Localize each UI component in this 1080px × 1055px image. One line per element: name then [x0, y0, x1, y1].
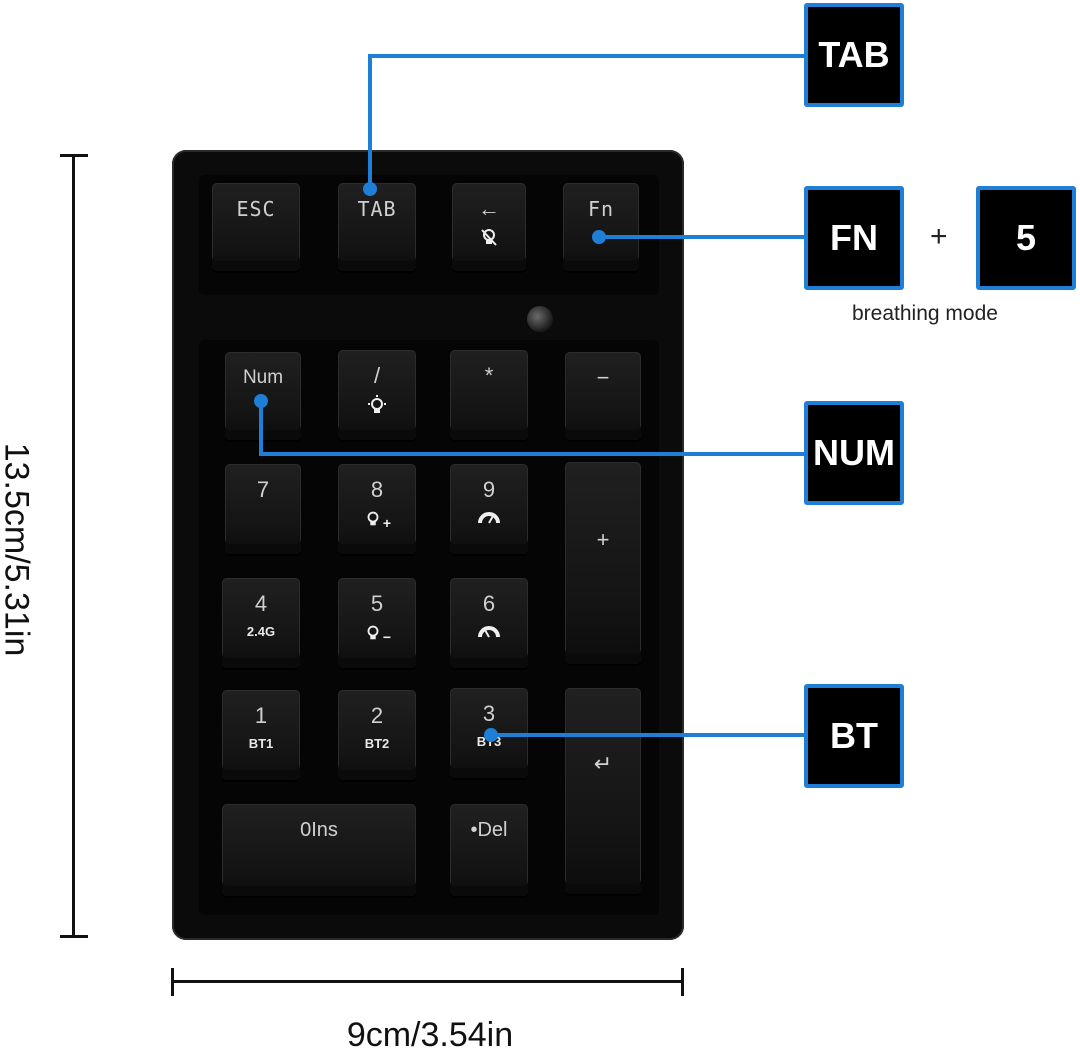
tab-callout-dot	[363, 182, 377, 196]
key-5[interactable]: 5 −	[338, 578, 416, 668]
bulb-icon	[363, 511, 383, 532]
height-dimension-label: 13.5cm/5.31in	[0, 442, 36, 657]
bt-callout-line	[490, 733, 808, 737]
key-6[interactable]: 6	[450, 578, 528, 668]
num-callout-line-vertical	[259, 400, 263, 456]
key-esc[interactable]: ESC	[212, 183, 300, 271]
key-2[interactable]: 2 BT2	[338, 690, 416, 780]
width-dimension-bar	[172, 980, 684, 983]
bulb-icon	[338, 394, 416, 421]
num-callout-box: NUM	[804, 401, 904, 505]
width-dimension-cap-left	[171, 968, 174, 996]
fn-callout-line	[598, 235, 808, 239]
num-callout-line-horizontal	[259, 452, 808, 456]
combo-plus-sign: +	[930, 220, 948, 253]
key-slash[interactable]: /	[338, 350, 416, 440]
key-1[interactable]: 1 BT1	[222, 690, 300, 780]
five-callout-box: 5	[976, 186, 1076, 290]
indicator-light	[527, 306, 553, 332]
num-callout-dot	[254, 394, 268, 408]
speed-down-icon	[450, 622, 528, 645]
key-8[interactable]: 8 +	[338, 464, 416, 554]
key-0[interactable]: 0Ins	[222, 804, 416, 896]
key-plus[interactable]: +	[565, 462, 641, 664]
key-minus[interactable]: −	[565, 352, 641, 440]
key-4[interactable]: 4 2.4G	[222, 578, 300, 668]
key-fn[interactable]: Fn	[563, 183, 639, 271]
bulb-icon	[363, 625, 383, 646]
speed-up-icon	[450, 508, 528, 531]
key-9[interactable]: 9	[450, 464, 528, 554]
key-tab[interactable]: TAB	[338, 183, 416, 271]
height-dimension-bar	[72, 155, 75, 937]
bt-callout-box: BT	[804, 684, 904, 788]
key-7[interactable]: 7	[225, 464, 301, 554]
tab-callout-line-vertical	[368, 54, 372, 190]
backlight-off-icon	[452, 227, 526, 252]
width-dimension-label: 9cm/3.54in	[346, 1016, 514, 1054]
height-dimension-cap-top	[60, 154, 88, 157]
fn-callout-dot	[592, 230, 606, 244]
height-dimension-cap-bottom	[60, 935, 88, 938]
key-backspace[interactable]: ←	[452, 183, 526, 271]
key-enter[interactable]: ↵	[565, 688, 641, 894]
tab-callout-box: TAB	[804, 3, 904, 107]
breathing-mode-caption: breathing mode	[852, 302, 998, 325]
enter-arrow-icon: ↵	[593, 751, 613, 776]
width-dimension-cap-right	[681, 968, 684, 996]
fn-callout-box: FN	[804, 186, 904, 290]
bt-callout-dot	[484, 728, 498, 742]
tab-callout-line-horizontal	[368, 54, 808, 58]
key-asterisk[interactable]: *	[450, 350, 528, 440]
key-del[interactable]: •Del	[450, 804, 528, 896]
